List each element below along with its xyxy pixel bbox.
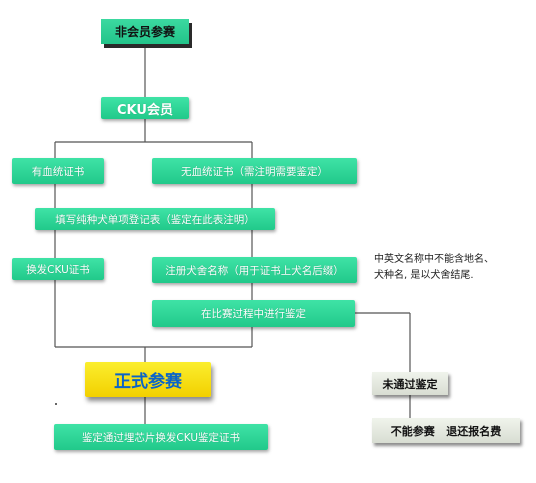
node-register-kennel-name: 注册犬舍名称（用于证书上犬名后缀） bbox=[152, 257, 357, 283]
node-non-member-entry: 非会员参赛 bbox=[101, 19, 189, 44]
node-no-entry-refund: 不能参赛 退还报名费 bbox=[372, 418, 520, 443]
node-assess-during-show-label: 在比赛过程中进行鉴定 bbox=[201, 308, 306, 320]
node-with-pedigree-label: 有血统证书 bbox=[31, 165, 85, 178]
node-chip-certificate: 鉴定通过埋芯片换发CKU鉴定证书 bbox=[54, 424, 268, 450]
kennel-name-note: 中英文名称中不能含地名、 犬种名, 是以犬舍结尾. bbox=[374, 252, 494, 284]
node-renew-certificate: 换发CKU证书 bbox=[12, 258, 104, 280]
node-without-pedigree: 无血统证书（需注明需要鉴定） bbox=[152, 158, 357, 184]
kennel-name-note-line-1: 中英文名称中不能含地名、 bbox=[374, 254, 494, 265]
node-not-passed-label: 未通过鉴定 bbox=[382, 377, 438, 391]
node-cku-member-label: CKU会员 bbox=[117, 102, 173, 118]
node-non-member-entry-label: 非会员参赛 bbox=[114, 25, 175, 39]
node-official-entry-label: 正式参赛 bbox=[114, 372, 182, 392]
node-official-entry: 正式参赛 bbox=[85, 362, 211, 397]
kennel-name-note-line-2: 犬种名, 是以犬舍结尾. bbox=[374, 270, 474, 281]
node-chip-certificate-label: 鉴定通过埋芯片换发CKU鉴定证书 bbox=[81, 431, 241, 444]
node-register-kennel-name-label: 注册犬舍名称（用于证书上犬名后缀） bbox=[165, 264, 344, 277]
node-no-entry-refund-label: 不能参赛 退还报名费 bbox=[390, 424, 502, 438]
node-with-pedigree: 有血统证书 bbox=[12, 158, 104, 184]
node-fill-registration: 填写纯种犬单项登记表（鉴定在此表注明） bbox=[35, 208, 275, 230]
node-fill-registration-label: 填写纯种犬单项登记表（鉴定在此表注明） bbox=[55, 213, 255, 226]
node-without-pedigree-label: 无血统证书（需注明需要鉴定） bbox=[181, 165, 328, 178]
stray-dot bbox=[55, 403, 57, 405]
node-assess-during-show: 在比赛过程中进行鉴定 bbox=[152, 300, 355, 327]
node-not-passed: 未通过鉴定 bbox=[372, 372, 448, 395]
node-renew-certificate-label: 换发CKU证书 bbox=[26, 263, 90, 276]
node-cku-member: CKU会员 bbox=[101, 97, 189, 119]
